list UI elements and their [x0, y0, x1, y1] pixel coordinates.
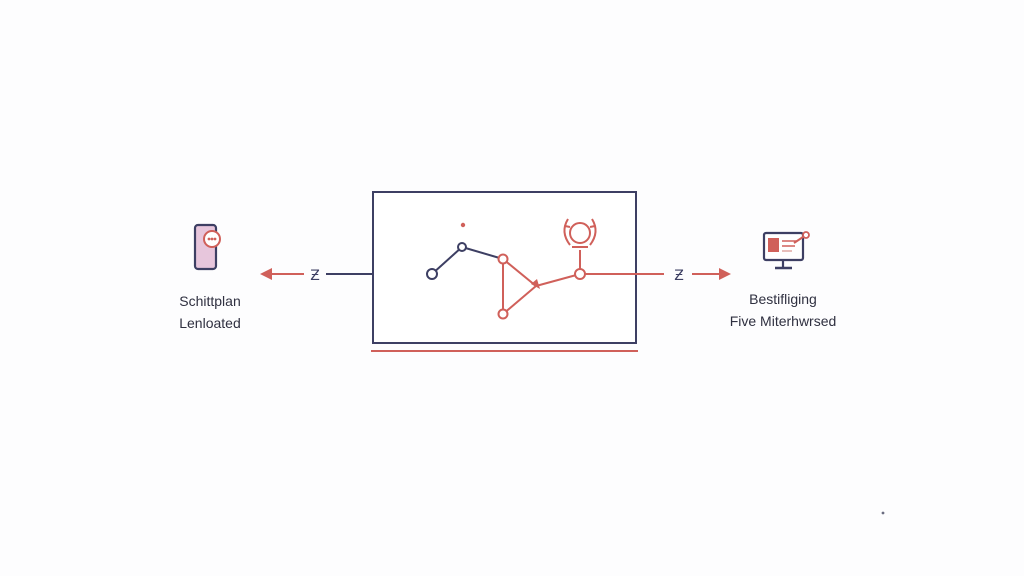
- signal-dot: [460, 222, 466, 228]
- right-node-line1: Bestifliging: [749, 291, 817, 307]
- left-node-line1: Schittplan: [179, 293, 241, 309]
- smartphone-icon: [193, 223, 221, 271]
- monitor-icon: [762, 231, 810, 270]
- node-4: [497, 308, 509, 320]
- node-3: [497, 253, 509, 265]
- junction-glyph: [531, 279, 540, 289]
- corner-dot: [881, 511, 885, 515]
- emblem-icon: [563, 218, 597, 248]
- right-link-glyph: Ƶ: [674, 268, 684, 284]
- left-node-line2: Lenloated: [179, 315, 241, 331]
- node-5: [574, 268, 586, 280]
- left-node-label: Schittplan Lenloated: [150, 290, 270, 334]
- node-2: [457, 242, 467, 252]
- right-node-label: Bestifliging Five Miterhwrsed: [712, 288, 854, 332]
- central-frame: [372, 191, 637, 344]
- right-node-line2: Five Miterhwrsed: [729, 313, 837, 329]
- left-link-glyph: Ƶ: [310, 268, 320, 284]
- navy-path: [431, 246, 504, 275]
- left-arrow: [260, 268, 304, 280]
- right-arrow: [692, 268, 731, 280]
- node-1: [426, 268, 438, 280]
